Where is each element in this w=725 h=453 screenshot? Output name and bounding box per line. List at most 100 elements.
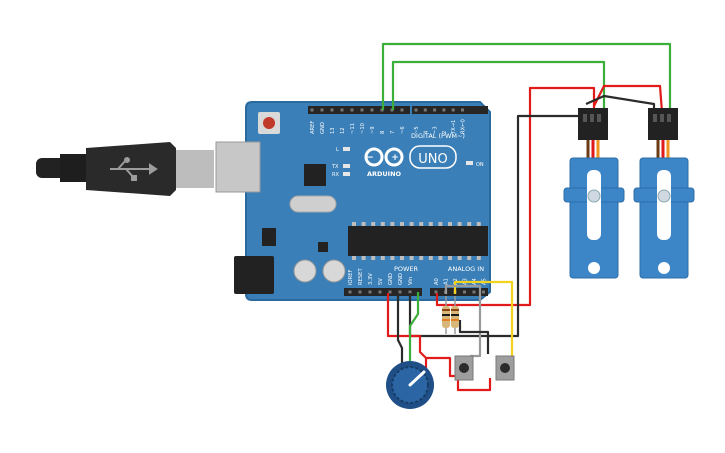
mcu-pin	[400, 256, 404, 260]
servo-2	[633, 108, 695, 279]
digital-pin-label: ~5	[414, 126, 420, 134]
push-button-2[interactable]	[495, 355, 515, 381]
analog-pin-hole[interactable]	[463, 290, 466, 294]
digital-pin-hole[interactable]	[461, 108, 464, 112]
mcu-pin	[380, 222, 385, 226]
digital-header-left	[308, 106, 410, 114]
digital-pin-label: 8	[380, 131, 386, 134]
power-pin-hole[interactable]	[368, 290, 372, 294]
mcu-pin	[448, 222, 452, 226]
wire-red-buttons	[426, 356, 458, 378]
mcu-pin	[438, 222, 443, 226]
usb-chip	[304, 164, 326, 186]
digital-pin-label: 2	[442, 131, 448, 134]
power-pin-label: RESET	[358, 268, 364, 285]
wire-red-button2	[456, 378, 492, 392]
digital-pin-hole[interactable]	[320, 108, 324, 112]
usb-cable	[36, 142, 214, 196]
analog-pin-hole[interactable]	[472, 290, 476, 294]
microcontroller-pins	[352, 222, 481, 260]
digital-pin-hole[interactable]	[330, 108, 334, 112]
wire-red-pot	[386, 293, 428, 378]
power-pin-label: 3.3V	[368, 273, 374, 285]
svg-text:−: −	[366, 153, 374, 163]
digital-pin-label: ~3	[433, 126, 439, 134]
power-pin-label: GND	[398, 273, 404, 285]
digital-pin-hole[interactable]	[442, 108, 446, 112]
crystal	[289, 195, 337, 213]
mcu-pin	[476, 256, 481, 260]
pot-knob-indicator	[408, 370, 426, 387]
digital-pin-hole[interactable]	[451, 108, 455, 112]
led-rx-label: RX	[332, 172, 339, 178]
power-pin-hole[interactable]	[408, 290, 412, 294]
mcu-pin	[448, 256, 452, 260]
svg-text:+: +	[391, 153, 399, 163]
digital-pin-hole[interactable]	[414, 108, 418, 112]
mcu-pin	[352, 256, 356, 260]
analog-pin-hole[interactable]	[482, 290, 485, 294]
power-pin-label: 5V	[378, 278, 384, 285]
digital-pin-hole[interactable]	[433, 108, 437, 112]
mcu-pin	[380, 256, 385, 260]
digital-pin-hole[interactable]	[400, 108, 404, 112]
usb-icon	[110, 157, 158, 181]
wire-green-pot	[408, 292, 420, 370]
servo-1-connector	[578, 108, 608, 140]
servo-2-connector	[648, 108, 678, 140]
digital-pin-label: ~9	[370, 126, 376, 134]
digital-pin-label: ~11	[350, 123, 356, 134]
digital-pin-label: GND	[320, 122, 326, 134]
digital-pin-hole[interactable]	[360, 108, 364, 112]
resistor-2	[451, 296, 459, 334]
digital-pin-label: AREF	[310, 121, 316, 134]
digital-pin-label: 4	[423, 130, 429, 134]
digital-pin-hole[interactable]	[340, 108, 344, 112]
power-pin-hole[interactable]	[378, 290, 382, 294]
push-button-1[interactable]	[454, 355, 474, 381]
wires	[381, 42, 672, 392]
potentiometer[interactable]	[386, 361, 434, 409]
mcu-pin	[361, 256, 366, 260]
capacitor-2	[322, 259, 346, 283]
mcu-pin	[361, 222, 366, 226]
mcu-pin	[419, 222, 424, 226]
mcu-pin	[390, 222, 395, 226]
led-tx-label: TX	[331, 164, 339, 170]
power-pin-hole[interactable]	[398, 290, 402, 294]
board-name: UNO	[418, 152, 447, 167]
led-on-label: ON	[476, 162, 484, 168]
wire-gray-button1	[444, 284, 482, 358]
digital-header-right	[412, 106, 488, 114]
mcu-pin	[438, 256, 443, 260]
led-l	[343, 147, 350, 151]
regulator	[262, 228, 276, 246]
digital-pin-hole[interactable]	[310, 108, 314, 112]
wire-yellow-button2	[453, 280, 514, 360]
digital-pin-label: 13	[330, 127, 336, 134]
analog-pin-hole[interactable]	[434, 290, 438, 294]
mcu-pin	[476, 222, 481, 226]
led-on	[466, 161, 473, 165]
power-pin-hole[interactable]	[358, 290, 362, 294]
digital-pin-label: ~6	[400, 126, 406, 134]
mcu-pin	[352, 222, 356, 226]
digital-pin-hole[interactable]	[370, 108, 374, 112]
wire-red-servo-power	[435, 86, 596, 307]
power-pin-hole[interactable]	[388, 290, 392, 294]
mcu-pin	[400, 222, 404, 226]
digital-pin-hole[interactable]	[423, 108, 427, 112]
mcu-pin	[428, 256, 433, 260]
mcu-pin	[457, 222, 462, 226]
brand-label: ARDUINO	[367, 170, 402, 178]
power-pin-hole[interactable]	[348, 290, 352, 294]
digital-pin-hole[interactable]	[350, 108, 354, 112]
resistor-1	[442, 296, 450, 334]
microcontroller	[348, 226, 488, 256]
digital-pin-label: TX→1	[451, 120, 457, 135]
wire-black-servo-ground	[408, 114, 586, 338]
mcu-pin	[428, 222, 433, 226]
digital-label: DIGITAL (PWM~)	[411, 132, 465, 140]
